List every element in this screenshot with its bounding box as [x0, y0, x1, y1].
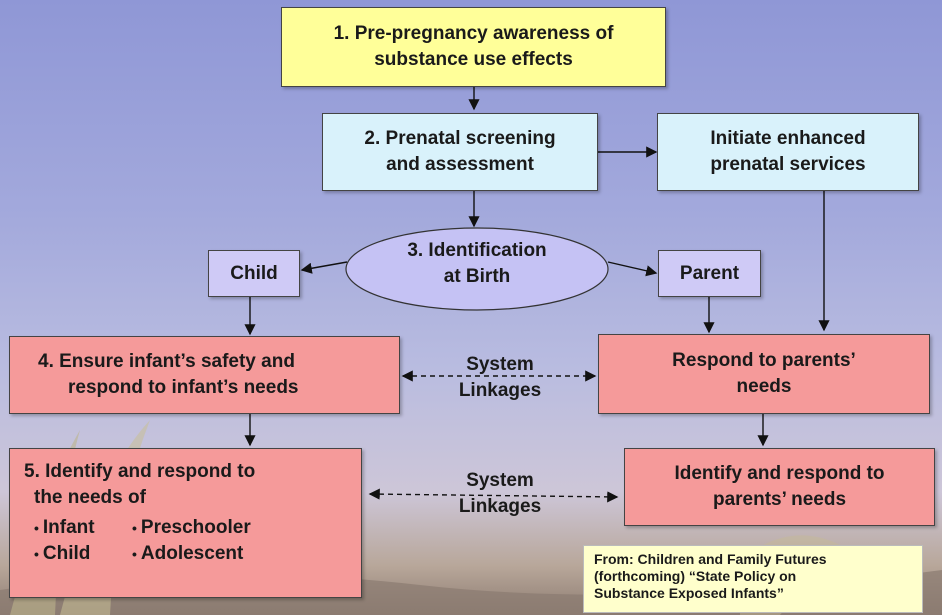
prenatal-services-line1: Initiate enhanced — [710, 128, 866, 149]
step5-line1: 5. Identify and respond to — [24, 461, 256, 482]
step1-line1: 1. Pre-pregnancy awareness of — [333, 23, 614, 44]
step3-label: 3. Identification at Birth — [344, 238, 610, 290]
bullet-adolescent: Adolescent — [132, 541, 243, 567]
system-linkages-top: System Linkages — [420, 352, 580, 404]
source-citation: From: Children and Family Futures (forth… — [583, 545, 923, 613]
step5-line2: the needs of — [34, 487, 146, 508]
bullet-infant: Infant — [34, 515, 132, 541]
step2-box: 2. Prenatal screening and assessment — [322, 113, 598, 191]
source-line1: From: Children and Family Futures — [594, 551, 827, 567]
prenatal-services-line2: prenatal services — [710, 154, 866, 175]
identify-parents-line1: Identify and respond to — [674, 463, 885, 484]
bullet-preschooler: Preschooler — [132, 515, 251, 541]
linkage-bottom-line1: System — [466, 470, 534, 491]
respond-parents-line1: Respond to parents’ — [672, 350, 856, 371]
step3-ellipse — [345, 227, 609, 311]
parent-label: Parent — [679, 262, 740, 284]
child-box: Child — [208, 250, 300, 297]
step3-line2: at Birth — [443, 266, 511, 287]
step1-box: 1. Pre-pregnancy awareness of substance … — [281, 7, 666, 87]
system-linkages-bottom: System Linkages — [420, 468, 580, 520]
step5-bullet-list: Infant Preschooler Child Adolescent — [24, 515, 361, 567]
step3-line1: 3. Identification — [407, 240, 547, 261]
linkage-bottom-line2: Linkages — [458, 496, 542, 517]
linkage-top-line2: Linkages — [458, 380, 542, 401]
identify-parents-box: Identify and respond to parents’ needs — [624, 448, 935, 526]
step2-line2: and assessment — [386, 154, 534, 175]
parent-box: Parent — [658, 250, 761, 297]
step1-line2: substance use effects — [374, 49, 573, 70]
step4-line2: respond to infant’s needs — [68, 377, 299, 398]
linkage-top-line1: System — [466, 354, 534, 375]
identify-parents-line2: parents’ needs — [712, 489, 847, 510]
source-line2: (forthcoming) “State Policy on — [594, 568, 797, 584]
step2-line1: 2. Prenatal screening — [364, 128, 556, 149]
respond-parents-line2: needs — [736, 376, 792, 397]
bullet-child: Child — [34, 541, 132, 567]
step4-box: 4. Ensure infant’s safety and respond to… — [9, 336, 400, 414]
respond-parents-box: Respond to parents’ needs — [598, 334, 930, 414]
step5-box: 5. Identify and respond to the needs of … — [9, 448, 362, 598]
prenatal-services-box: Initiate enhanced prenatal services — [657, 113, 919, 191]
source-line3: Substance Exposed Infants” — [594, 585, 784, 601]
child-label: Child — [230, 262, 278, 284]
step4-line1: 4. Ensure infant’s safety and — [38, 351, 295, 372]
